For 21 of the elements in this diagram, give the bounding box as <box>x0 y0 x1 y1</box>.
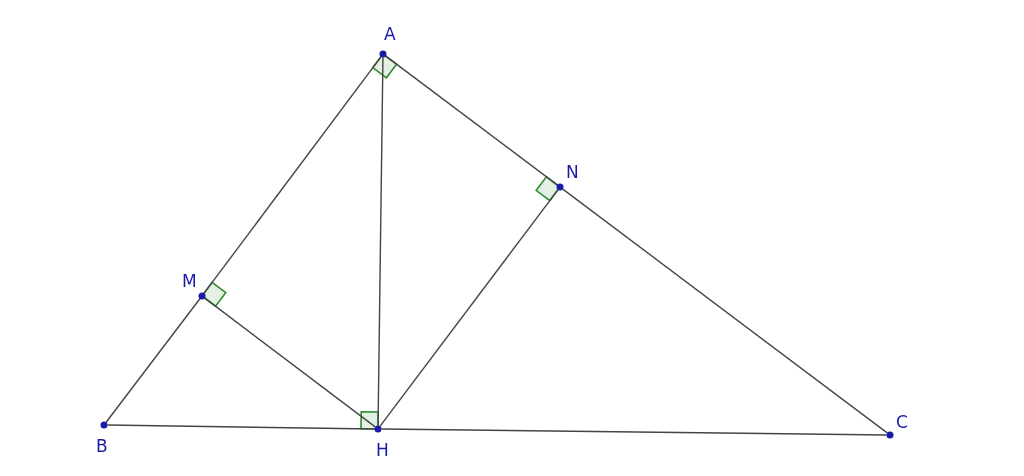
point-dot <box>100 421 108 429</box>
line-segment <box>204 297 376 428</box>
point-label: A <box>384 26 396 43</box>
point-label: C <box>896 414 908 431</box>
line-segment <box>203 56 382 294</box>
point-dot <box>886 431 894 439</box>
line-segment <box>105 298 201 423</box>
point-label: H <box>376 442 389 459</box>
point-label: B <box>96 438 108 455</box>
point-dot <box>379 50 387 58</box>
line-segment <box>106 424 376 430</box>
line-segment <box>377 56 384 427</box>
point-label: N <box>566 164 579 181</box>
point-label: M <box>182 273 197 290</box>
line-segment <box>379 189 559 427</box>
point-dot <box>556 183 564 191</box>
point-dot <box>198 292 206 300</box>
line-segment <box>562 188 888 434</box>
line-segment <box>380 428 888 436</box>
point-dot <box>374 425 382 433</box>
line-segment <box>385 55 558 186</box>
